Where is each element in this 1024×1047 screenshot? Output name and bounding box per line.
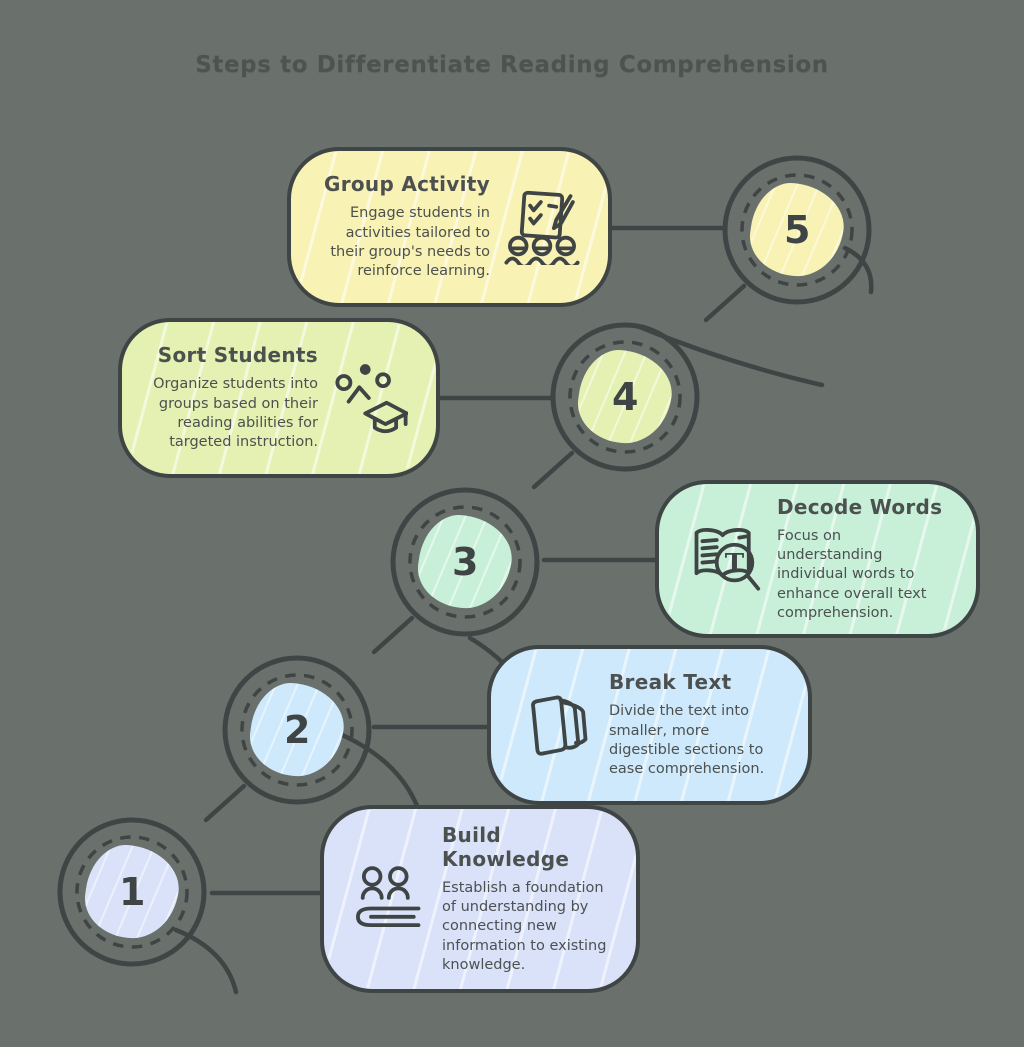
step2-title: Break Text (609, 670, 732, 695)
step3-title: Decode Words (777, 494, 943, 519)
step5-number: 5 (783, 207, 811, 252)
step2-description: Divide the text into smaller, more diges… (609, 703, 765, 778)
step-card-decode-words: T Decode Words Focus on understanding in… (655, 480, 980, 638)
book-magnifier-icon: T (685, 521, 765, 597)
checklist-group-icon (502, 189, 582, 265)
step2-text-block: Break Text Divide the text into smaller,… (609, 670, 782, 779)
step3-dashed-ring (408, 505, 522, 619)
step-card-break-text: Break Text Divide the text into smaller,… (487, 645, 812, 805)
step5-title: Group Activity (324, 172, 490, 197)
overshoot-circle5 (842, 245, 874, 295)
step4-title: Sort Students (157, 343, 318, 368)
tail-circle2-to-circle1 (203, 783, 247, 823)
step1-title: Build Knowledge (442, 822, 570, 871)
people-with-book-icon (350, 861, 430, 937)
svg-text:T: T (725, 548, 745, 579)
step2-dashed-ring (240, 673, 354, 787)
step2-outer-ring (222, 655, 372, 805)
tail-circle4-to-circle3 (531, 450, 575, 490)
step5-dashed-ring (740, 173, 854, 287)
step-card-group-activity: Group Activity Engage students in activi… (287, 147, 612, 307)
step-card-sort-students: Sort Students Organize students into gro… (118, 318, 440, 478)
step3-number: 3 (451, 539, 479, 584)
step4-description: Organize students into groups based on t… (153, 376, 318, 451)
book-pages-icon (517, 687, 597, 763)
tail-circle3-to-circle2 (371, 615, 415, 655)
step5-description: Engage students in activities tailored t… (330, 205, 490, 280)
sort-graduation-icon (330, 360, 410, 436)
page-title: Steps to Differentiate Reading Comprehen… (195, 52, 829, 78)
step-card-build-knowledge: Build Knowledge Establish a foundation o… (320, 805, 640, 993)
step1-outer-ring (57, 817, 207, 967)
step1-number: 1 (118, 869, 146, 914)
overshoot-circle1 (173, 927, 239, 995)
step4-number: 4 (611, 374, 639, 419)
step1-description: Establish a foundation of understanding … (442, 879, 607, 973)
step4-text-block: Sort Students Organize students into gro… (148, 343, 318, 452)
step1-text-block: Build Knowledge Establish a foundation o… (442, 823, 610, 975)
step3-description: Focus on understanding individual words … (777, 527, 927, 621)
step2-number: 2 (283, 707, 311, 752)
step5-text-block: Group Activity Engage students in activi… (317, 172, 490, 281)
step3-outer-ring (390, 487, 540, 637)
step3-text-block: Decode Words Focus on understanding indi… (777, 495, 950, 623)
tail-circle5-to-circle4 (703, 283, 747, 323)
overshoot-circle4 (637, 324, 825, 388)
step1-dashed-ring (75, 835, 189, 949)
step4-dashed-ring (568, 340, 682, 454)
overshoot-circle2 (337, 731, 420, 809)
